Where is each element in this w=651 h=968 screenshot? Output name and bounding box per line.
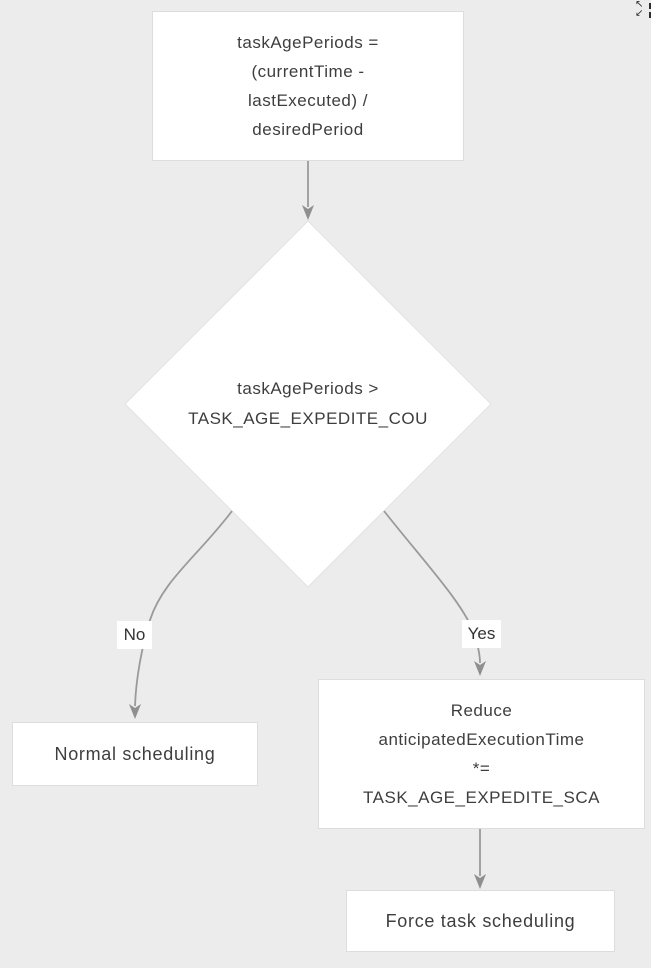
process-node-force-scheduling: Force task scheduling (346, 890, 615, 952)
edge-compute-to-decision (302, 161, 314, 220)
process-node-reduce-execution-time-label: Reduce anticipatedExecutionTime *= TASK_… (363, 701, 600, 807)
process-node-normal-scheduling: Normal scheduling (12, 722, 258, 786)
process-node-task-age-calc: taskAgePeriods = (currentTime - lastExec… (152, 11, 464, 161)
decision-diamond-shape (124, 220, 492, 588)
edge-reduce-to-force (474, 829, 486, 889)
edge-label-yes: Yes (462, 620, 501, 648)
edge-decision-to-normal (129, 510, 233, 719)
clipped-control-mark-bottom[interactable] (649, 12, 651, 18)
clipped-control-mark-top[interactable] (649, 3, 651, 9)
edge-decision-to-reduce (383, 510, 486, 676)
process-node-task-age-calc-label: taskAgePeriods = (currentTime - lastExec… (237, 33, 379, 139)
process-node-normal-scheduling-label: Normal scheduling (54, 743, 216, 764)
decision-node-task-age-check-label: taskAgePeriods > TASK_AGE_EXPEDITE_COU (188, 379, 428, 428)
corner-controls[interactable]: ↖ ↙ (635, 0, 651, 19)
collapse-southwest-icon[interactable]: ↙ (635, 8, 644, 19)
collapse-northwest-icon[interactable]: ↖ (635, 0, 644, 10)
process-node-reduce-execution-time: Reduce anticipatedExecutionTime *= TASK_… (318, 679, 645, 829)
process-node-force-scheduling-label: Force task scheduling (385, 910, 576, 931)
edge-label-no: No (117, 621, 152, 649)
